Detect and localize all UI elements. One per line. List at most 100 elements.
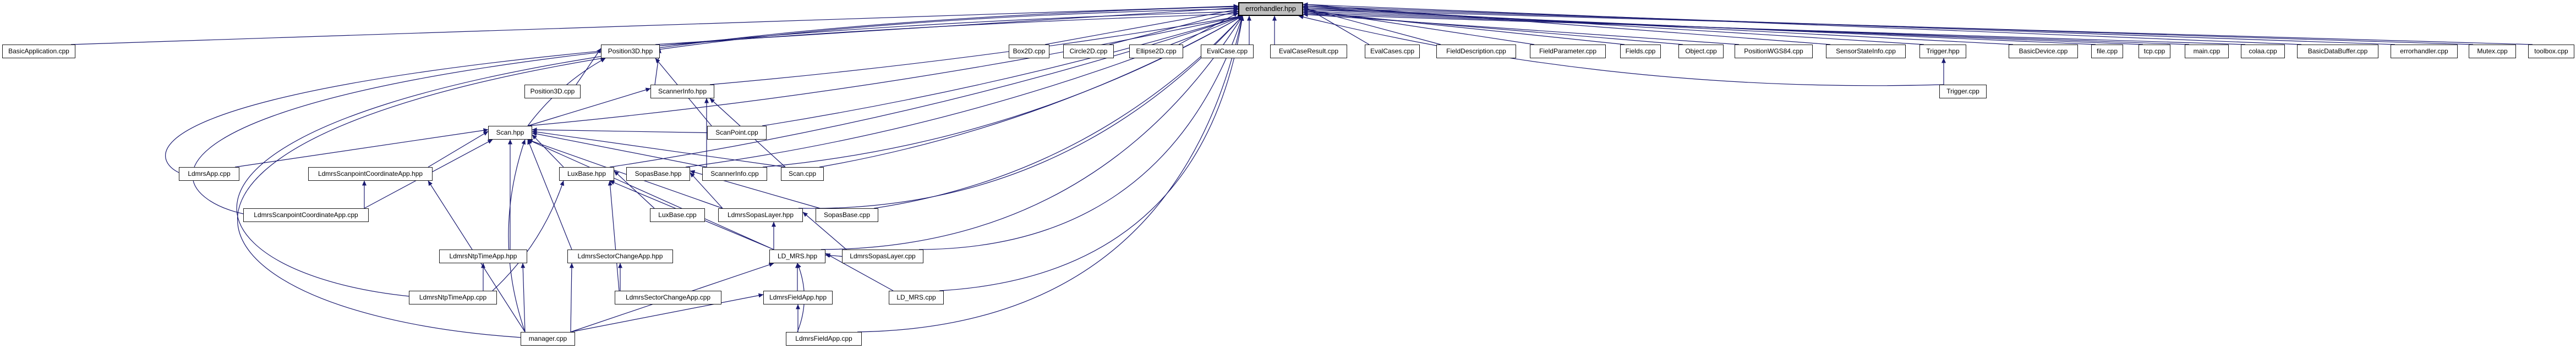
edge-Trigger.cpp-to-errorhandler.hpp bbox=[1298, 15, 1944, 86]
node-LdmrsScanpointCoordinateApp.cpp[interactable]: LdmrsScanpointCoordinateApp.cpp bbox=[243, 208, 369, 222]
node-Box2D.cpp[interactable]: Box2D.cpp bbox=[1009, 45, 1049, 58]
edge-LdmrsSopasLayer.cpp-to-LD_MRS.hpp bbox=[825, 253, 843, 258]
edge-Scan.hpp-to-errorhandler.hpp bbox=[527, 14, 1243, 126]
edge-LdmrsSectorChangeApp.hpp-to-Scan.hpp bbox=[527, 139, 572, 250]
edge-SensorStateInfo.cpp-to-errorhandler.hpp bbox=[1303, 2, 1831, 45]
node-LdmrsSopasLayer.cpp[interactable]: LdmrsSopasLayer.cpp bbox=[842, 250, 923, 263]
node-BasicDevice.cpp[interactable]: BasicDevice.cpp bbox=[2009, 45, 2078, 58]
node-Circle2D.cpp[interactable]: Circle2D.cpp bbox=[1063, 45, 1114, 58]
node-Scan.cpp[interactable]: Scan.cpp bbox=[781, 167, 824, 181]
edge-BasicDataBuffer.cpp-to-errorhandler.hpp bbox=[1303, 2, 2302, 45]
edge-LdmrsFieldApp.cpp-to-errorhandler.hpp bbox=[857, 15, 1244, 333]
edge-FieldDescription.cpp-to-errorhandler.hpp bbox=[1303, 7, 1441, 45]
edge-LdmrsScanpointCoordinateApp.cpp-to-errorhandler.hpp bbox=[192, 9, 1239, 214]
node-LuxBase.hpp[interactable]: LuxBase.hpp bbox=[559, 167, 614, 181]
node-ScannerInfo.cpp[interactable]: ScannerInfo.cpp bbox=[702, 167, 767, 181]
edge-colaa.cpp-to-errorhandler.hpp bbox=[1303, 12, 2246, 45]
node-LdmrsFieldApp.hpp[interactable]: LdmrsFieldApp.hpp bbox=[763, 291, 833, 304]
node-toolbox.cpp[interactable]: toolbox.cpp bbox=[2528, 45, 2574, 58]
edge-LdmrsScanpointCoordinateApp.hpp-to-Scan.hpp bbox=[428, 131, 489, 168]
node-LD_MRS.cpp[interactable]: LD_MRS.cpp bbox=[889, 291, 944, 304]
node-Mutex.cpp[interactable]: Mutex.cpp bbox=[2469, 45, 2516, 58]
node-colaa.cpp[interactable]: colaa.cpp bbox=[2241, 45, 2285, 58]
edge-Scan.cpp-to-Scan.hpp bbox=[532, 130, 786, 168]
edge-manager.cpp-to-LdmrsFieldApp.hpp bbox=[570, 293, 764, 333]
node-LdmrsSopasLayer.hpp[interactable]: LdmrsSopasLayer.hpp bbox=[718, 208, 803, 222]
edge-Fields.cpp-to-errorhandler.hpp bbox=[1303, 9, 1625, 45]
edge-ScannerInfo.cpp-to-Scan.hpp bbox=[532, 131, 707, 168]
node-LdmrsScanpointCoordinateApp.hpp[interactable]: LdmrsScanpointCoordinateApp.hpp bbox=[308, 167, 433, 181]
edge-manager.cpp-to-errorhandler.hpp bbox=[237, 7, 1239, 338]
edge-LD_MRS.cpp-to-LD_MRS.hpp bbox=[825, 253, 894, 291]
edge-SopasBase.hpp-to-errorhandler.hpp bbox=[685, 15, 1243, 168]
node-LdmrsNtpTimeApp.hpp[interactable]: LdmrsNtpTimeApp.hpp bbox=[439, 250, 527, 263]
node-EvalCaseResult.cpp[interactable]: EvalCaseResult.cpp bbox=[1270, 45, 1347, 58]
edge-Object.cpp-to-errorhandler.hpp bbox=[1303, 10, 1683, 45]
edge-LdmrsSopasLayer.hpp-to-SopasBase.hpp bbox=[690, 172, 723, 209]
edge-LuxBase.cpp-to-LuxBase.hpp bbox=[614, 170, 655, 209]
node-LdmrsSectorChangeApp.cpp[interactable]: LdmrsSectorChangeApp.cpp bbox=[615, 291, 721, 304]
node-SopasBase.cpp[interactable]: SopasBase.cpp bbox=[816, 208, 878, 222]
node-BasicApplication.cpp[interactable]: BasicApplication.cpp bbox=[2, 45, 75, 58]
edge-LD_MRS.cpp-to-errorhandler.hpp bbox=[939, 15, 1244, 291]
node-Scan.hpp[interactable]: Scan.hpp bbox=[488, 126, 532, 140]
node-PositionWGS84.cpp[interactable]: PositionWGS84.cpp bbox=[1735, 45, 1813, 58]
node-FieldDescription.cpp[interactable]: FieldDescription.cpp bbox=[1436, 45, 1516, 58]
edge-LdmrsSopasLayer.cpp-to-errorhandler.hpp bbox=[918, 15, 1244, 250]
edge-LdmrsSopasLayer.hpp-to-Scan.hpp bbox=[527, 139, 723, 209]
node-SopasBase.hpp[interactable]: SopasBase.hpp bbox=[626, 167, 690, 181]
edge-Scan.hpp-to-ScannerInfo.hpp bbox=[527, 87, 651, 126]
node-LdmrsApp.cpp[interactable]: LdmrsApp.cpp bbox=[179, 167, 239, 181]
edge-LD_MRS.hpp-to-Scan.hpp bbox=[527, 139, 774, 250]
root-node-errorhandler.hpp[interactable]: errorhandler.hpp bbox=[1238, 2, 1303, 16]
node-file.cpp[interactable]: file.cpp bbox=[2091, 45, 2123, 58]
edge-LdmrsSectorChangeApp.cpp-to-LuxBase.hpp bbox=[608, 180, 620, 291]
edge-LdmrsApp.cpp-to-errorhandler.hpp bbox=[165, 12, 1239, 173]
node-Ellipse2D.cpp[interactable]: Ellipse2D.cpp bbox=[1129, 45, 1183, 58]
edge-manager.cpp-to-LdmrsNtpTimeApp.hpp bbox=[521, 263, 526, 333]
edge-Box2D.cpp-to-errorhandler.hpp bbox=[1044, 8, 1239, 45]
node-LdmrsNtpTimeApp.cpp[interactable]: LdmrsNtpTimeApp.cpp bbox=[409, 291, 497, 304]
edge-LdmrsNtpTimeApp.cpp-to-errorhandler.hpp bbox=[236, 4, 1239, 297]
edge-BasicDevice.cpp-to-errorhandler.hpp bbox=[1303, 5, 2014, 45]
node-ScannerInfo.hpp[interactable]: ScannerInfo.hpp bbox=[650, 85, 714, 98]
node-LdmrsSectorChangeApp.hpp[interactable]: LdmrsSectorChangeApp.hpp bbox=[567, 250, 673, 263]
node-BasicDataBuffer.cpp[interactable]: BasicDataBuffer.cpp bbox=[2297, 45, 2378, 58]
edge-ScannerInfo.hpp-to-errorhandler.hpp bbox=[709, 14, 1243, 85]
edge-ScanPoint.cpp-to-Scan.hpp bbox=[532, 128, 708, 134]
node-EvalCases.cpp[interactable]: EvalCases.cpp bbox=[1365, 45, 1420, 58]
node-Object.cpp[interactable]: Object.cpp bbox=[1678, 45, 1724, 58]
edge-LdmrsSopasLayer.hpp-to-errorhandler.hpp bbox=[798, 15, 1243, 209]
node-LuxBase.cpp[interactable]: LuxBase.cpp bbox=[650, 208, 705, 222]
node-FieldParameter.cpp[interactable]: FieldParameter.cpp bbox=[1530, 45, 1606, 58]
edge-toolbox.cpp-to-errorhandler.hpp bbox=[1303, 7, 2533, 45]
node-main.cpp[interactable]: main.cpp bbox=[2185, 45, 2229, 58]
edge-manager.cpp-to-LdmrsSectorChangeApp.hpp bbox=[569, 263, 574, 333]
node-SensorStateInfo.cpp[interactable]: SensorStateInfo.cpp bbox=[1826, 45, 1906, 58]
node-tcp.cpp[interactable]: tcp.cpp bbox=[2139, 45, 2170, 58]
node-ScanPoint.cpp[interactable]: ScanPoint.cpp bbox=[707, 126, 767, 140]
node-Position3D.hpp[interactable]: Position3D.hpp bbox=[601, 45, 660, 58]
edge-LuxBase.hpp-to-Scan.hpp bbox=[532, 134, 564, 168]
node-Trigger.hpp[interactable]: Trigger.hpp bbox=[1919, 45, 1966, 58]
edge-Ellipse2D.cpp-to-errorhandler.hpp bbox=[1178, 12, 1239, 45]
node-manager.cpp[interactable]: manager.cpp bbox=[521, 332, 575, 346]
node-LD_MRS.hpp[interactable]: LD_MRS.hpp bbox=[769, 250, 825, 263]
edge-BasicApplication.cpp-to-errorhandler.hpp bbox=[70, 4, 1239, 45]
node-EvalCase.cpp[interactable]: EvalCase.cpp bbox=[1201, 45, 1254, 58]
edge-manager.cpp-to-Scan.hpp bbox=[508, 139, 526, 333]
edge-Scan.cpp-to-errorhandler.hpp bbox=[819, 15, 1243, 168]
node-Fields.cpp[interactable]: Fields.cpp bbox=[1620, 45, 1661, 58]
edge-LdmrsApp.cpp-to-Scan.hpp bbox=[234, 128, 489, 168]
node-Trigger.cpp[interactable]: Trigger.cpp bbox=[1939, 85, 1987, 98]
edge-PositionWGS84.cpp-to-errorhandler.hpp bbox=[1303, 12, 1740, 45]
node-errorhandler.cpp[interactable]: errorhandler.cpp bbox=[2391, 45, 2458, 58]
node-LdmrsFieldApp.cpp[interactable]: LdmrsFieldApp.cpp bbox=[786, 332, 862, 346]
node-Position3D.cpp[interactable]: Position3D.cpp bbox=[524, 85, 581, 98]
edge-Position3D.cpp-to-Position3D.hpp bbox=[576, 48, 601, 85]
edge-ScanPoint.cpp-to-errorhandler.hpp bbox=[762, 15, 1243, 126]
edge-LD_MRS.hpp-to-errorhandler.hpp bbox=[821, 15, 1243, 250]
edge-LdmrsNtpTimeApp.cpp-to-LuxBase.hpp bbox=[492, 180, 565, 291]
